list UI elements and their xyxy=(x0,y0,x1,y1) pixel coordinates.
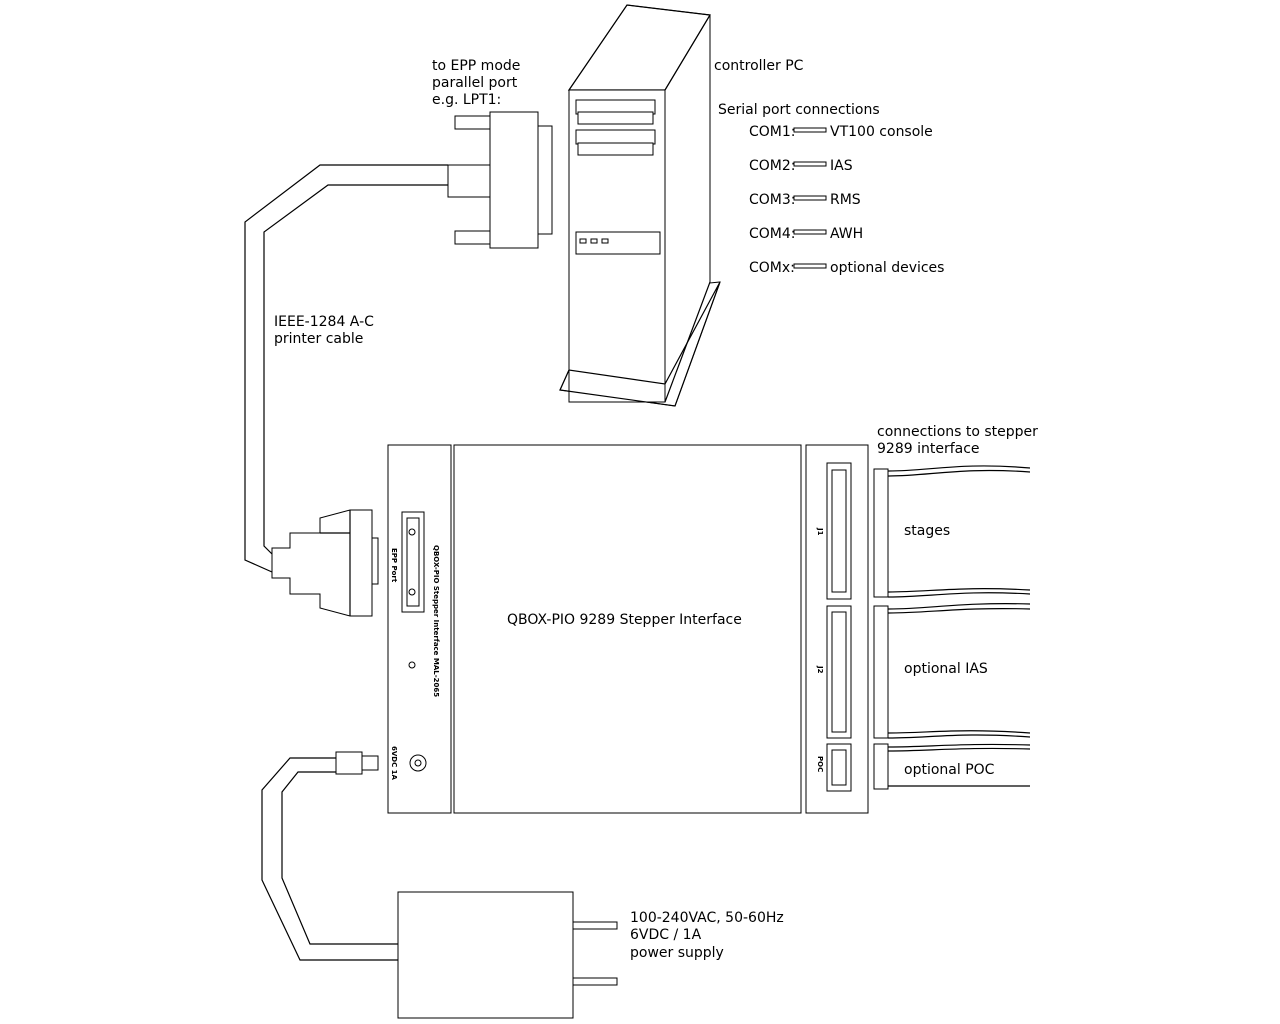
comx-port: COMx: xyxy=(749,260,795,276)
pc-title: controller PC xyxy=(714,58,804,74)
qbox-side-label: QBOX-PIO Stepper Interface MAL-2065 xyxy=(432,545,440,697)
parallel-port-label-3: e.g. LPT1: xyxy=(432,92,501,108)
controller-pc-tower xyxy=(559,4,721,407)
serial-heading: Serial port connections xyxy=(718,102,880,118)
parallel-port-connector xyxy=(447,111,553,249)
psu-label-2: 6VDC / 1A xyxy=(630,927,702,943)
power-cable xyxy=(261,751,398,961)
stages-label: stages xyxy=(904,523,950,539)
stepper-ribbon-cables xyxy=(873,465,1031,790)
stepper-heading-1: connections to stepper xyxy=(877,424,1038,440)
com1-port: COM1: xyxy=(749,124,796,140)
serial-port-marks xyxy=(793,127,827,269)
comx-device: optional devices xyxy=(830,260,944,276)
com4-device: AWH xyxy=(830,226,863,242)
optional-ias-label: optional IAS xyxy=(904,661,988,677)
power-jack-label: 6VDC 1A xyxy=(390,746,398,781)
cable-label-2: printer cable xyxy=(274,331,363,347)
power-supply xyxy=(397,891,618,1019)
com3-device: RMS xyxy=(830,192,861,208)
stepper-heading-2: 9289 interface xyxy=(877,441,980,457)
cable-label-1: IEEE-1284 A-C xyxy=(274,314,374,330)
j2-label: J2 xyxy=(816,665,824,674)
qbox-title: QBOX-PIO 9289 Stepper Interface xyxy=(507,612,742,628)
com3-port: COM3: xyxy=(749,192,796,208)
parallel-port-label-2: parallel port xyxy=(432,75,518,91)
psu-label-3: power supply xyxy=(630,945,724,961)
printer-cable xyxy=(244,164,448,573)
poc-label: POC xyxy=(816,756,824,772)
com2-port: COM2: xyxy=(749,158,796,174)
parallel-port-label-1: to EPP mode xyxy=(432,58,520,74)
com1-device: VT100 console xyxy=(830,124,933,140)
j1-label: J1 xyxy=(816,527,824,536)
centronics-connector xyxy=(271,509,379,617)
optional-poc-label: optional POC xyxy=(904,762,995,778)
qbox-unit xyxy=(387,444,869,814)
com2-device: IAS xyxy=(830,158,853,174)
com4-port: COM4: xyxy=(749,226,796,242)
epp-port-label: EPP Port xyxy=(390,548,398,583)
psu-label-1: 100-240VAC, 50-60Hz xyxy=(630,910,784,926)
